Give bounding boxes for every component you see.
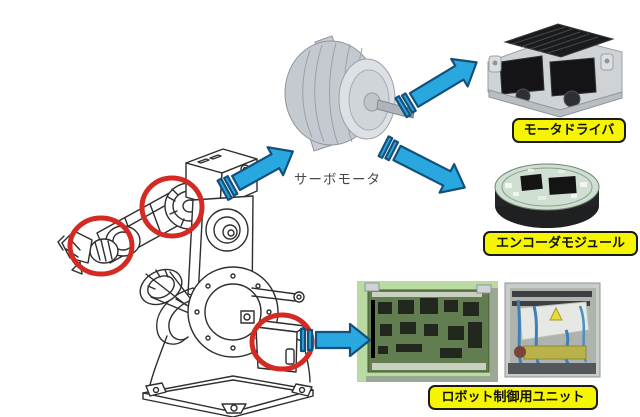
arrow-robot-to-servo-icon	[216, 146, 294, 201]
servo-motor-caption: サーボモータ	[294, 172, 381, 188]
motor-driver-label: モータドライバ	[512, 118, 626, 143]
robot-control-unit-label: ロボット制御用ユニット	[428, 385, 598, 410]
highlight-circle-wrist	[67, 215, 135, 277]
arrow-servo-to-driver-icon	[394, 57, 478, 119]
encoder-module-label: エンコーダモジュール	[483, 231, 638, 256]
servo-motor-photo	[284, 35, 415, 152]
arrow-robot-to-control-icon	[299, 322, 372, 358]
arrow-servo-to-encoder-icon	[377, 135, 466, 194]
highlight-circle-elbow	[139, 175, 205, 239]
encoder-module-photo	[494, 163, 600, 228]
robot-arm-drawing	[57, 148, 314, 417]
control-board-photo	[357, 281, 498, 382]
motor-driver-photo	[487, 23, 623, 118]
control-cabinet-photo	[504, 282, 601, 378]
